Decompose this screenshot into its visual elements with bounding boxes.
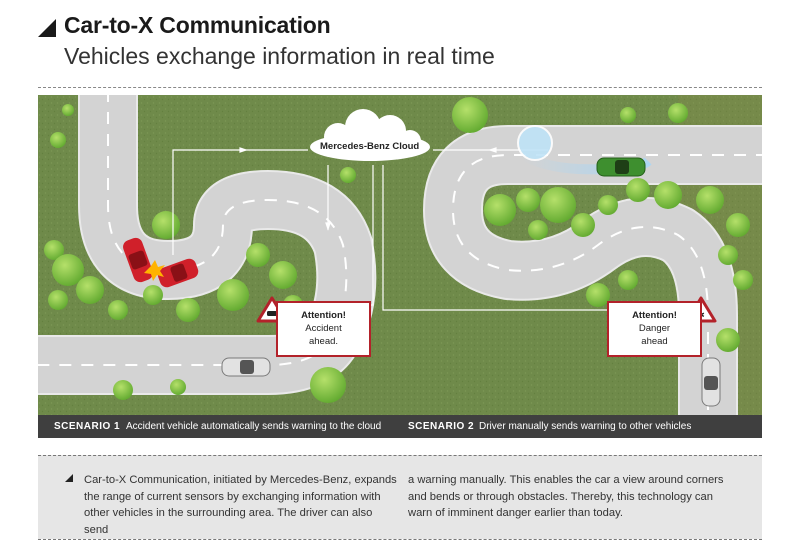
grey-car-left	[221, 357, 271, 377]
scenario-1-label: SCENARIO 1	[54, 421, 121, 432]
cloud-label: Mercedes-Benz Cloud	[320, 141, 420, 152]
illustration: ✱ Mercedes-Benz Cloud Attention! Acciden…	[38, 95, 762, 415]
description-top-divider	[38, 455, 762, 456]
accident-car-2	[157, 258, 199, 288]
road-right	[423, 125, 762, 415]
green-car	[596, 157, 646, 177]
grey-car-right	[701, 357, 721, 407]
description-col-2: a warning manually. This enables the car…	[408, 474, 724, 519]
description-box: Car-to-X Communication, initiated by Mer…	[38, 455, 762, 539]
header-divider	[38, 87, 762, 88]
header: Car-to-X Communication Vehicles exchange…	[38, 10, 762, 88]
scenario-2-text: Driver manually sends warning to other v…	[479, 421, 692, 432]
crash-burst-icon	[144, 260, 165, 281]
page-title: Car-to-X Communication	[64, 12, 331, 38]
trees	[44, 97, 753, 403]
callout-accident-line2: ahead.	[308, 336, 339, 347]
line-accident-to-cloud	[172, 149, 308, 255]
callout-accident-line1: Accident	[305, 323, 342, 334]
scenario-bar: SCENARIO 1 Accident vehicle automaticall…	[38, 415, 762, 438]
callout-accident-title: Attention!	[301, 310, 346, 321]
callout-danger: Attention! Danger ahead	[607, 301, 702, 357]
title-triangle-icon	[38, 19, 56, 37]
description-bottom-divider	[38, 539, 762, 540]
road-map-illustration: ✱	[38, 95, 762, 415]
page-subtitle: Vehicles exchange information in real ti…	[64, 43, 495, 69]
accident-car-1	[123, 237, 153, 283]
description-triangle-icon	[65, 474, 73, 482]
scenario-1-text: Accident vehicle automatically sends war…	[126, 421, 382, 432]
callout-danger-line1: Danger	[638, 323, 671, 334]
description-col-1: Car-to-X Communication, initiated by Mer…	[84, 474, 397, 536]
callout-danger-title: Attention!	[632, 310, 677, 321]
cloud-shape	[310, 109, 430, 161]
callout-danger-line2: ahead	[641, 336, 668, 347]
scenario-2-label: SCENARIO 2	[408, 421, 475, 432]
callout-accident: Attention! Accident ahead.	[276, 301, 371, 357]
